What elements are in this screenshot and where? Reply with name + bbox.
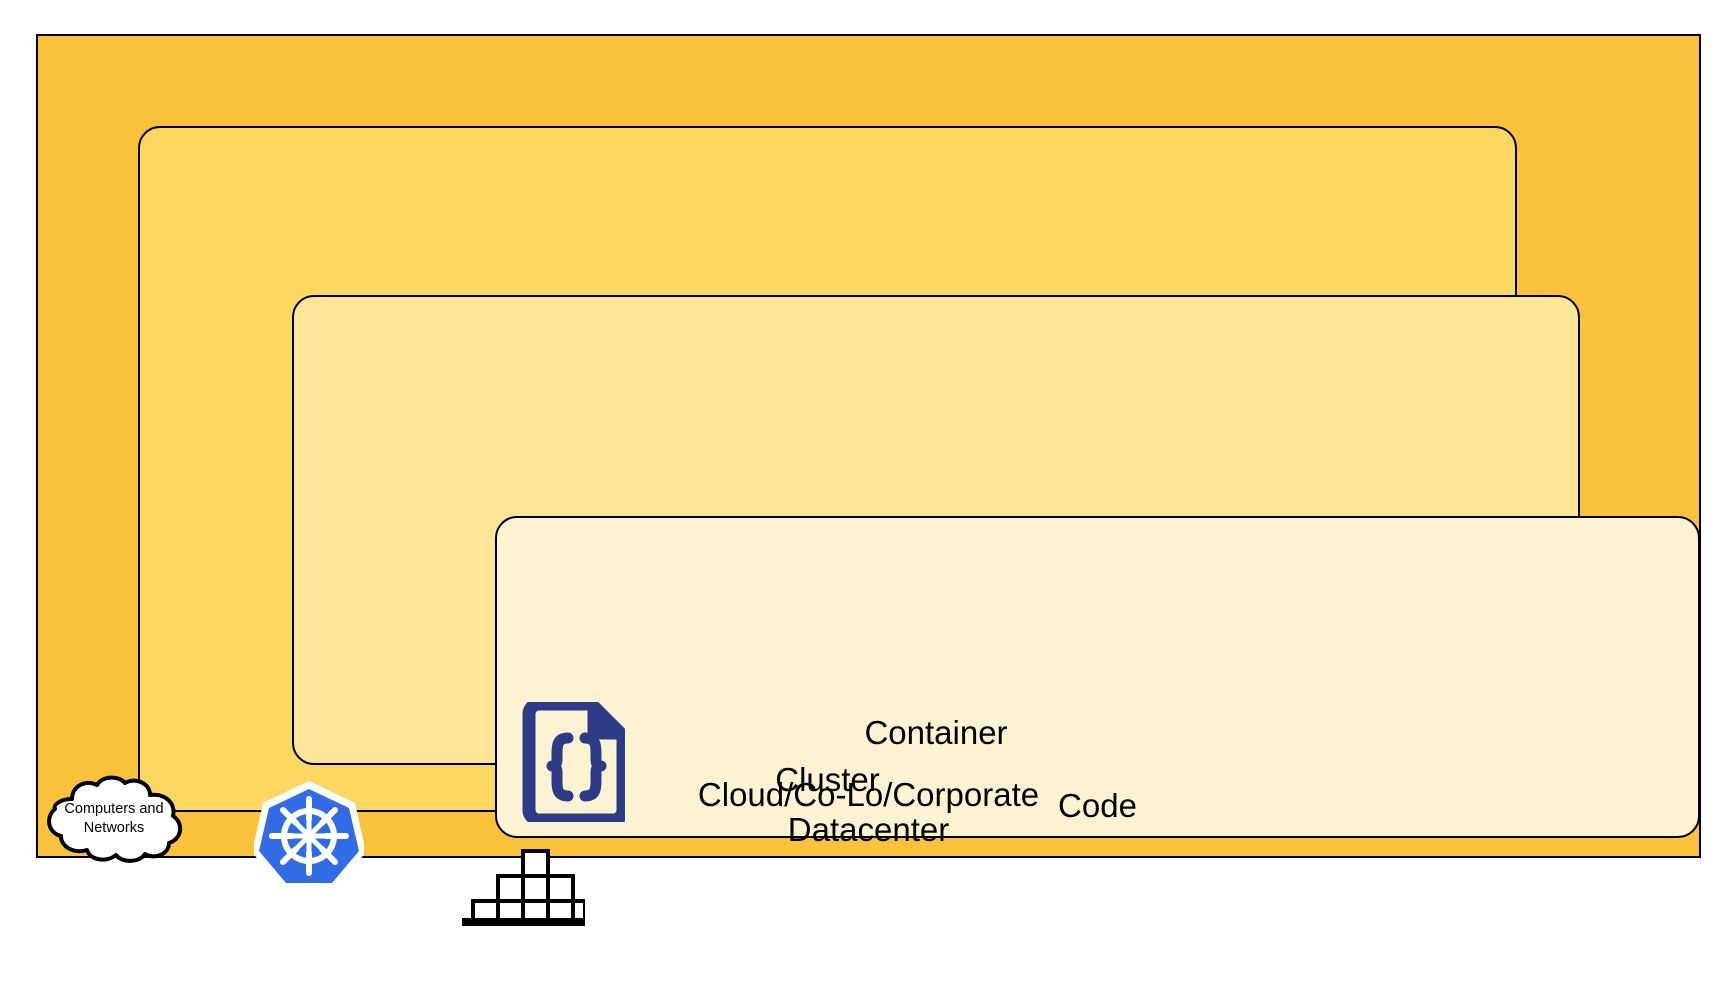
layer-label-code: Code [1058, 787, 1137, 825]
layer-code[interactable]: Code [495, 516, 1700, 838]
layer-container[interactable]: Code [292, 295, 1700, 928]
layer-label-datacenter: Cloud/Co-Lo/Corporate Datacenter [697, 775, 1040, 849]
layer-label-container: Container [864, 714, 1008, 752]
kubernetes-icon [252, 779, 366, 891]
json-file-icon [519, 697, 630, 827]
cloud-computers-and-networks[interactable]: Computers and Networks [34, 775, 194, 863]
layer-label-cluster: Cluster [775, 761, 880, 799]
layer-datacenter[interactable]: Code [36, 34, 1701, 928]
cloud-shape-icon [47, 775, 182, 863]
layer-cluster[interactable]: Code [138, 126, 1700, 928]
container-blocks-icon [462, 848, 587, 928]
